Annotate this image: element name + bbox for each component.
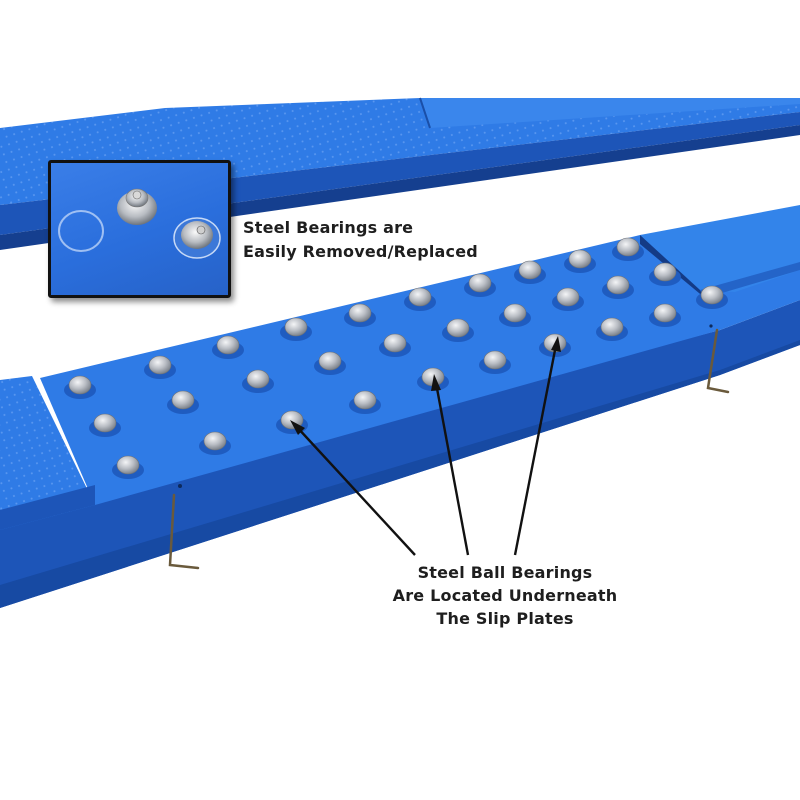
bearing-closeup-icon	[58, 188, 221, 259]
main-caption-line-1: Steel Ball Bearings	[417, 563, 593, 582]
pointer-arrows	[290, 336, 561, 556]
main-caption-line-2: Are Located Underneath	[392, 586, 618, 605]
hex-keys	[168, 328, 730, 570]
main-caption-line-3: The Slip Plates	[436, 609, 574, 628]
inset-bearing-closeup	[48, 160, 231, 298]
inset-caption-line-1: Steel Bearings are	[243, 218, 414, 237]
ball-bearings	[64, 237, 728, 479]
main-caption: Steel Ball Bearings Are Located Undernea…	[360, 561, 650, 630]
inset-caption: Steel Bearings are Easily Removed/Replac…	[243, 216, 478, 264]
inset-caption-line-2: Easily Removed/Replaced	[243, 242, 478, 261]
